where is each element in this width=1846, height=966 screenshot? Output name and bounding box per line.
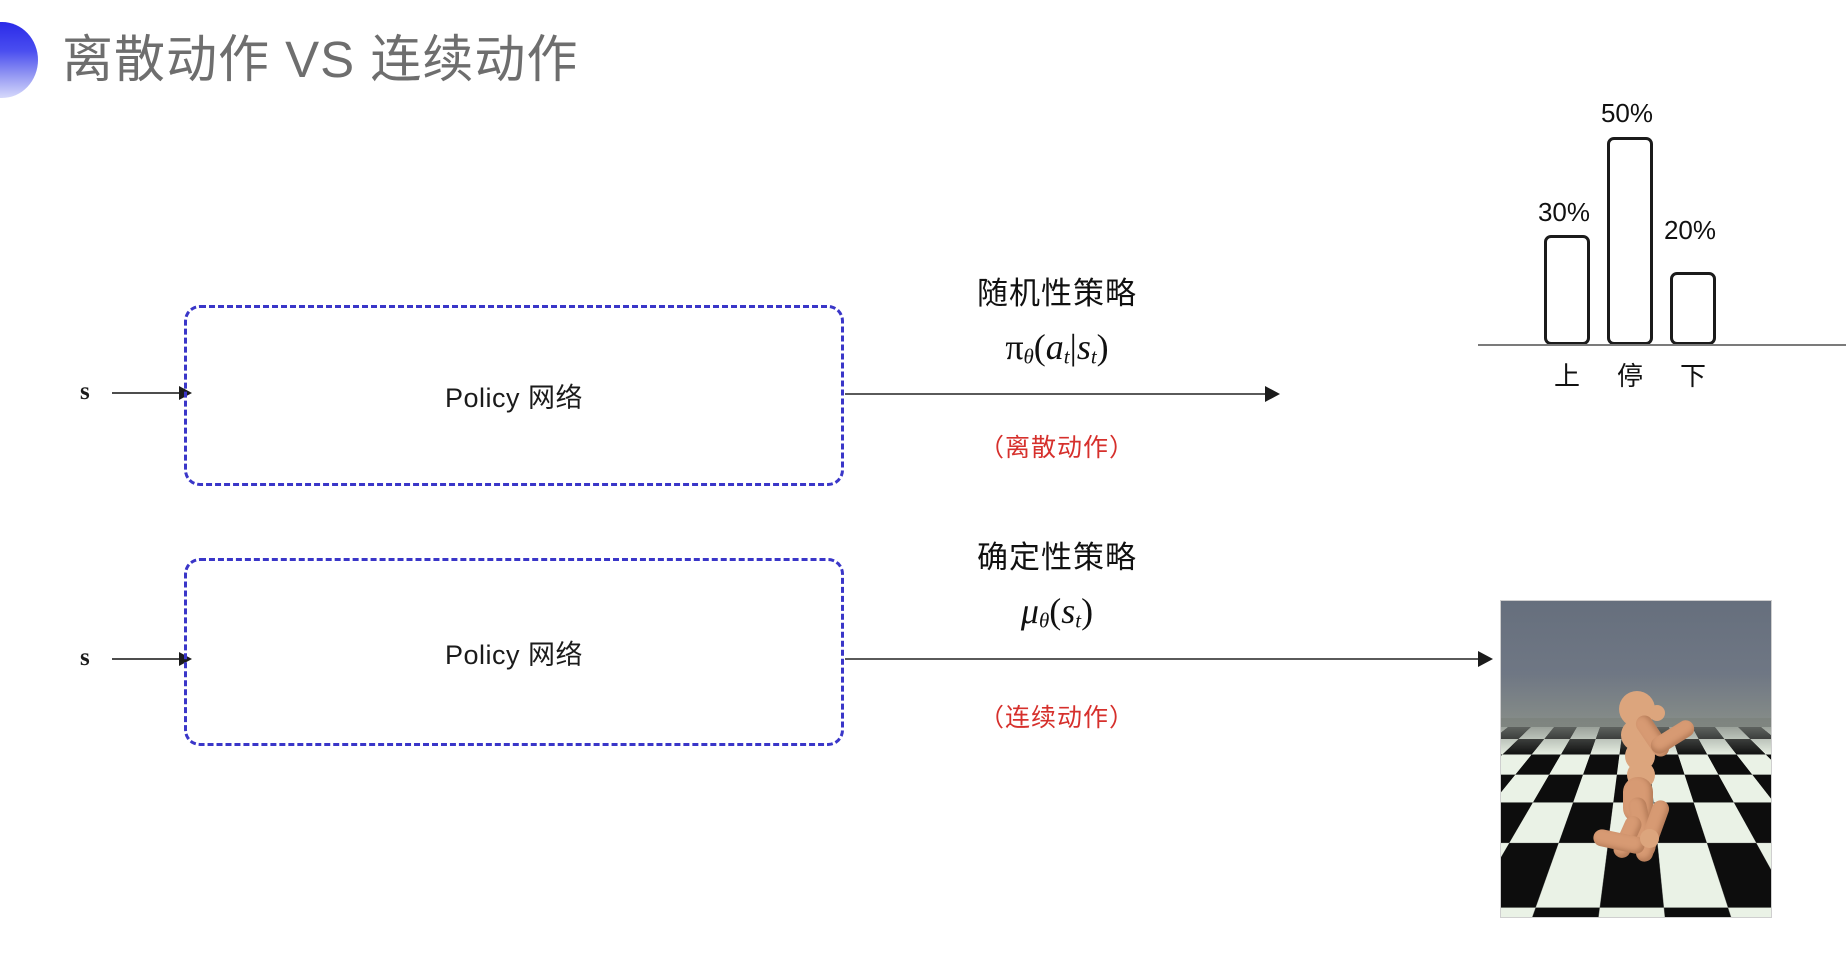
formula-close-paren: ) <box>1096 327 1109 367</box>
bar-2 <box>1670 272 1716 345</box>
policy-network-box-continuous[interactable]: Policy 网络 <box>184 558 844 746</box>
formula-state-symbol-2: s <box>1061 591 1076 631</box>
bar-value-1: 50% <box>1600 98 1654 128</box>
bar-category-2: 下 <box>1679 361 1706 391</box>
formula-theta-subscript-2: θ <box>1038 608 1050 633</box>
policy-formula-continuous: μθ(st) <box>962 590 1152 634</box>
policy-kind-label-discrete: 随机性策略 <box>977 276 1137 311</box>
bar-category-1: 停 <box>1616 361 1643 391</box>
state-input-label-continuous: s <box>80 644 90 671</box>
action-type-note-continuous: （连续动作） <box>978 704 1135 732</box>
continuous-action-row: s Policy 网络 确定性策略 μθ(st) （连续动作） <box>0 510 1846 930</box>
bar-1 <box>1607 137 1653 345</box>
formula-state-subscript: t <box>1090 344 1097 369</box>
formula-theta-subscript: θ <box>1023 344 1034 369</box>
humanoid-knee <box>1640 829 1659 848</box>
page-title: 离散动作 VS 连续动作 <box>62 31 579 88</box>
formula-open-paren: ( <box>1033 327 1046 367</box>
formula-close-paren-2: ) <box>1081 591 1094 631</box>
formula-action-symbol: a <box>1045 327 1064 367</box>
chart-baseline-axis <box>1478 344 1846 346</box>
bar-value-0: 30% <box>1537 197 1591 227</box>
formula-pi-symbol: π <box>1005 327 1024 367</box>
formula-state-symbol: s <box>1076 327 1091 367</box>
formula-conditional-bar: | <box>1069 327 1077 367</box>
bar-category-0: 上 <box>1553 361 1580 391</box>
state-input-label-discrete: s <box>80 378 90 405</box>
humanoid-hand <box>1649 705 1665 721</box>
policy-formula-discrete: πθ(at|st) <box>962 326 1152 370</box>
policy-network-label-discrete: Policy 网络 <box>444 383 584 413</box>
action-probability-bar-chart: 30% 50% 20% 上 停 下 <box>1470 98 1846 430</box>
policy-output-arrow-discrete <box>845 386 1280 402</box>
formula-state-subscript-2: t <box>1075 608 1082 633</box>
half-circle-gradient-icon <box>0 22 38 98</box>
state-input-arrow-continuous <box>112 652 192 666</box>
bar-value-2: 20% <box>1663 215 1717 245</box>
discrete-action-row: s Policy 网络 随机性策略 πθ(at|st) （离散动作） 30% 5… <box>0 98 1846 486</box>
state-input-arrow-discrete <box>112 386 192 400</box>
policy-kind-label-continuous: 确定性策略 <box>977 540 1137 575</box>
formula-mu-symbol: μ <box>1020 591 1039 631</box>
bar-0 <box>1544 235 1590 345</box>
policy-output-arrow-continuous <box>845 651 1493 667</box>
formula-open-paren-2: ( <box>1049 591 1062 631</box>
formula-action-subscript: t <box>1063 344 1070 369</box>
action-type-note-discrete: （离散动作） <box>978 434 1135 462</box>
policy-network-box-discrete[interactable]: Policy 网络 <box>184 305 844 486</box>
policy-network-label-continuous: Policy 网络 <box>444 639 584 670</box>
humanoid-simulation-image <box>1500 600 1772 918</box>
